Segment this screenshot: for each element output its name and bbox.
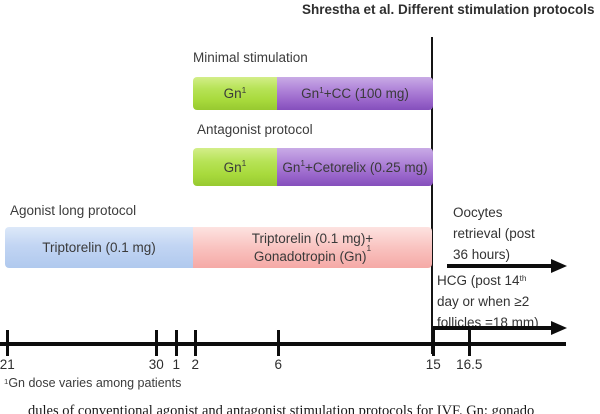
segment-text: Gn	[223, 159, 242, 175]
segment-text: +CC (100 mg)	[323, 86, 409, 101]
annotation-line: HCG (post 14th	[437, 270, 539, 291]
segment-text: Gn	[223, 86, 242, 101]
axis-tick-label: 2	[191, 357, 200, 372]
footnote-text: Gn dose varies among patients	[8, 376, 182, 390]
agonist-triptorelin-segment: Triptorelin (0.1 mg)	[5, 227, 193, 268]
oocytes-retrieval-annotation: Oocytes retrieval (post 36 hours)	[453, 202, 535, 265]
segment-text: Gonadotropin (Gn)	[253, 248, 367, 264]
axis-tick: 21	[0, 330, 15, 372]
axis-tick-label: 6	[274, 357, 283, 372]
annotation-sup: th	[519, 273, 527, 284]
agonist-long-protocol-bar: Triptorelin (0.1 mg) Triptorelin (0.1 mg…	[5, 227, 432, 268]
oocytes-retrieval-arrow	[447, 264, 552, 268]
agonist-triptorelin-gonadotropin-segment: Triptorelin (0.1 mg)+ Gonadotropin (Gn)1	[193, 227, 432, 268]
running-header: Shrestha et al. Different stimulation pr…	[302, 2, 595, 17]
segment-text: Triptorelin (0.1 mg)+	[251, 230, 374, 246]
segment-text: +Cetorelix (0.25 mg)	[304, 159, 428, 175]
axis-tick: 6	[274, 330, 282, 372]
timeline-axis	[0, 342, 566, 346]
axis-tick-label: 16.5	[456, 357, 483, 372]
axis-tick: 16.5	[456, 330, 482, 372]
axis-tick: 1	[172, 330, 180, 372]
hcg-day-vertical-line	[431, 37, 433, 354]
minimal-stimulation-label: Minimal stimulation	[193, 50, 308, 65]
segment-text: Triptorelin (0.1 mg)	[42, 240, 156, 255]
annotation-text: HCG (post 14	[437, 273, 520, 288]
footnote-sup: 1	[4, 376, 9, 386]
axis-tick: 30	[149, 330, 164, 372]
antagonist-protocol-label: Antagonist protocol	[197, 122, 313, 137]
segment-text: Gonadotropin (Gn)1	[253, 244, 371, 266]
annotation-line: retrieval (post	[453, 226, 535, 241]
axis-tick-label: 30	[148, 357, 164, 372]
hcg-arrow	[433, 326, 552, 330]
hcg-annotation: HCG (post 14th day or when ≥2 follicles …	[437, 270, 539, 333]
segment-sup: 1	[366, 243, 372, 254]
segment-text: Gn	[301, 86, 320, 101]
annotation-line: Oocytes	[453, 205, 503, 220]
figure-caption: dules of conventional agonist and antago…	[28, 403, 535, 414]
segment-text: Gn	[282, 159, 301, 175]
axis-tick: 2	[191, 330, 199, 372]
footnote: 1Gn dose varies among patients	[4, 376, 181, 390]
annotation-line: 36 hours)	[453, 247, 511, 262]
axis-tick-label: 1	[172, 357, 181, 372]
axis-tick-label: 15	[425, 357, 441, 372]
axis-tick-label: 21	[0, 357, 15, 372]
agonist-long-protocol-label: Agonist long protocol	[10, 203, 137, 218]
axis-tick: 15	[426, 330, 441, 372]
annotation-line: day or when ≥2	[437, 294, 530, 309]
